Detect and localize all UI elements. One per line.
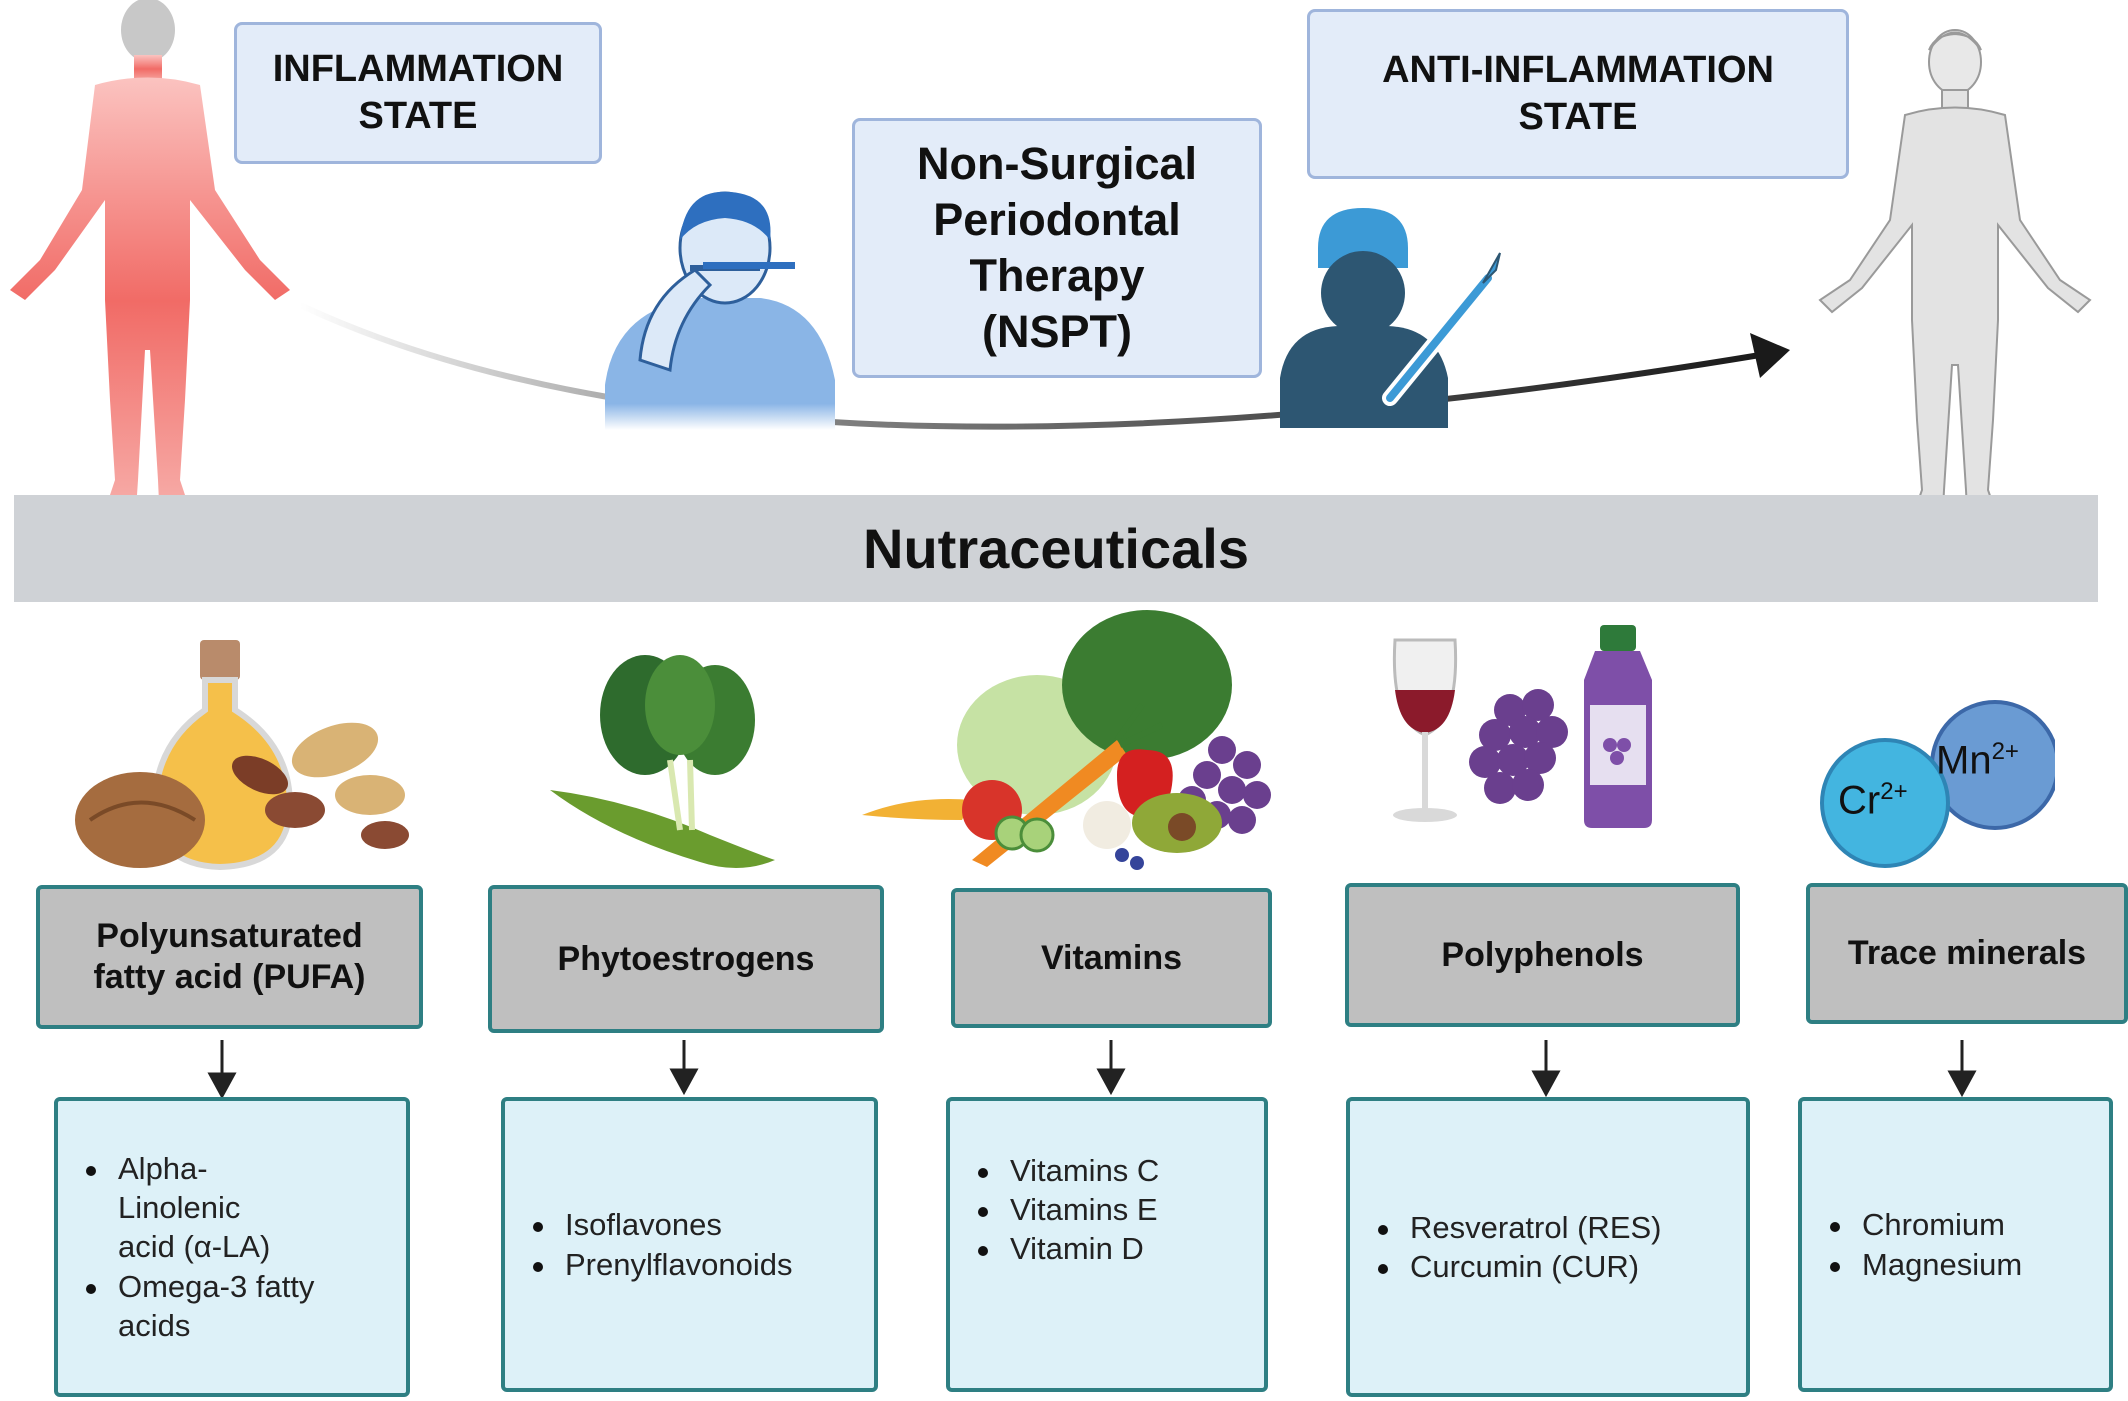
spinach-pea-icon: [550, 655, 775, 869]
category-vitamins: Vitamins: [951, 888, 1272, 1028]
inflammation-state-label: INFLAMMATION STATE: [272, 47, 564, 138]
toothbrushing-person-icon: [605, 191, 835, 430]
surgeon-icon: [1280, 208, 1501, 428]
list-item: Alpha- Linolenic acid (α-LA): [85, 1149, 314, 1266]
list-item: Prenylflavonoids: [532, 1245, 792, 1284]
nspt-box: Non-Surgical Periodontal Therapy (NSPT): [852, 118, 1262, 378]
list-item: Chromium: [1829, 1205, 2022, 1244]
details-list: Resveratrol (RES) Curcumin (CUR): [1350, 1208, 1662, 1286]
healthy-person-icon: [1818, 29, 2092, 531]
nutraceuticals-band: Nutraceuticals: [14, 495, 2098, 602]
details-vitamins: Vitamins C Vitamins E Vitamin D: [946, 1097, 1268, 1392]
inflamed-person-icon: [10, 0, 290, 525]
details-list: Chromium Magnesium: [1802, 1205, 2022, 1283]
anti-inflammation-state-box: ANTI-INFLAMMATION STATE: [1307, 9, 1849, 179]
inflammation-state-box: INFLAMMATION STATE: [234, 22, 602, 164]
ions-icon: [1820, 700, 2055, 868]
details-list: Alpha- Linolenic acid (α-LA) Omega-3 fat…: [58, 1149, 314, 1344]
category-title: Trace minerals: [1847, 934, 2087, 973]
manganese-charge: 2+: [1991, 738, 2019, 765]
category-phytoestrogens: Phytoestrogens: [488, 885, 884, 1033]
therapy-arrow: [298, 302, 1790, 430]
category-arrows: [207, 1040, 1977, 1100]
details-list: Isoflavones Prenylflavonoids: [505, 1205, 792, 1283]
details-pufa: Alpha- Linolenic acid (α-LA) Omega-3 fat…: [54, 1097, 410, 1397]
details-phytoestrogens: Isoflavones Prenylflavonoids: [501, 1097, 878, 1392]
list-item: Omega-3 fatty acids: [85, 1267, 314, 1345]
wine-grape-juice-icon: [1392, 625, 1652, 828]
category-trace-minerals: Trace minerals: [1806, 883, 2128, 1024]
list-item: Isoflavones: [532, 1205, 792, 1244]
category-polyphenols: Polyphenols: [1345, 883, 1740, 1027]
category-title: Polyunsaturated fatty acid (PUFA): [93, 917, 366, 996]
nutraceuticals-label: Nutraceuticals: [863, 517, 1249, 580]
list-item: Vitamin D: [977, 1229, 1159, 1268]
category-pufa: Polyunsaturated fatty acid (PUFA): [36, 885, 423, 1029]
details-list: Vitamins C Vitamins E Vitamin D: [950, 1151, 1159, 1268]
chromium-symbol: Cr: [1838, 778, 1881, 823]
details-polyphenols: Resveratrol (RES) Curcumin (CUR): [1346, 1097, 1750, 1397]
manganese-ion-label: Mn2+: [1936, 738, 2019, 783]
list-item: Magnesium: [1829, 1245, 2022, 1284]
chromium-charge: 2+: [1880, 778, 1908, 805]
vegetables-icon: [862, 610, 1271, 870]
list-item: Resveratrol (RES): [1378, 1208, 1662, 1247]
anti-inflammation-state-label: ANTI-INFLAMMATION STATE: [1382, 48, 1774, 139]
details-trace-minerals: Chromium Magnesium: [1798, 1097, 2113, 1392]
manganese-symbol: Mn: [1936, 738, 1992, 783]
list-item: Vitamins C: [977, 1151, 1159, 1190]
chromium-ion-label: Cr2+: [1838, 778, 1908, 823]
list-item: Curcumin (CUR): [1378, 1247, 1662, 1286]
list-item: Vitamins E: [977, 1190, 1159, 1229]
category-title: Polyphenols: [1441, 935, 1644, 974]
category-title: Vitamins: [1040, 938, 1183, 977]
oil-nuts-icon: [75, 640, 409, 871]
nspt-label: Non-Surgical Periodontal Therapy (NSPT): [916, 137, 1198, 358]
category-title: Phytoestrogens: [557, 939, 815, 978]
